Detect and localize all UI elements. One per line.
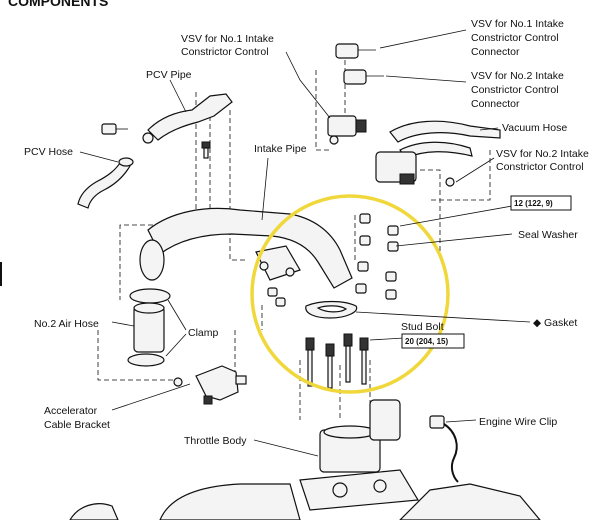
bolt-part (201, 141, 211, 159)
label-throttle-body: Throttle Body (184, 435, 247, 447)
label-clamp: Clamp (188, 327, 219, 339)
label-engine-wire-clip: Engine Wire Clip (479, 416, 557, 428)
label-vsv2-control: VSV for No.2 Intake Constrictor Control (496, 148, 589, 173)
seal-washers-part (267, 213, 399, 307)
pcv-clip-part (101, 123, 128, 135)
pcv-hose-part (77, 157, 134, 209)
svg-text:VSV for No.1 Intake: VSV for No.1 Intake (181, 33, 274, 45)
svg-text:Connector: Connector (471, 46, 520, 58)
torque-box-stud-bolt: 20 (204, 15) (401, 333, 465, 349)
vsv-no2-connector-part (343, 69, 384, 85)
label-pcv-pipe: PCV Pipe (146, 69, 192, 81)
svg-text:Connector: Connector (471, 98, 520, 110)
vsv-no1-connector-part (335, 43, 376, 59)
svg-text:Constrictor Control: Constrictor Control (181, 46, 269, 58)
vacuum-hose-part (389, 120, 501, 159)
accelerator-bracket-part (173, 365, 247, 405)
torque-box-seal-washer: 12 (122, 9) (510, 195, 572, 211)
leader-lines (79, 29, 531, 457)
svg-text:VSV for No.1 Intake: VSV for No.1 Intake (471, 18, 564, 30)
label-vsv1-control: VSV for No.1 Intake Constrictor Control (181, 33, 274, 58)
label-vsv2-connector: VSV for No.2 Intake Constrictor Control … (471, 70, 564, 110)
no2-air-hose-part (127, 288, 171, 367)
svg-text:Constrictor Control: Constrictor Control (496, 161, 584, 173)
svg-text:Constrictor Control: Constrictor Control (471, 32, 559, 44)
svg-text:VSV for No.2 Intake: VSV for No.2 Intake (496, 148, 589, 160)
svg-text:Cable Bracket: Cable Bracket (44, 419, 110, 431)
svg-text:Accelerator: Accelerator (44, 405, 98, 417)
label-stud-bolt: Stud Bolt (401, 321, 444, 333)
label-vacuum-hose: Vacuum Hose (502, 122, 567, 134)
svg-text:Constrictor Control: Constrictor Control (471, 84, 559, 96)
throttle-body-part (299, 399, 420, 511)
pcv-pipe-part (142, 93, 233, 144)
label-gasket: ◆ Gasket (533, 317, 577, 329)
label-vsv1-connector: VSV for No.1 Intake Constrictor Control … (471, 18, 564, 58)
highlight-circle (250, 194, 450, 394)
engine-wire-clip-part (429, 415, 459, 483)
gasket-part (305, 300, 358, 319)
svg-text:20 (204, 15): 20 (204, 15) (405, 337, 448, 346)
stud-bolts-part (305, 333, 369, 389)
label-intake-pipe: Intake Pipe (254, 143, 307, 155)
label-seal-washer: Seal Washer (518, 229, 578, 241)
label-accelerator-bracket: Accelerator Cable Bracket (44, 405, 110, 431)
page-title: COMPONENTS (8, 0, 108, 9)
vsv-no2-part (375, 151, 455, 187)
intake-pipe-part (139, 207, 353, 289)
svg-text:12 (122, 9): 12 (122, 9) (514, 199, 553, 208)
page-edge-mark (0, 262, 2, 286)
engine-cover-part (69, 483, 541, 520)
label-pcv-hose: PCV Hose (24, 146, 73, 158)
svg-text:VSV for No.2 Intake: VSV for No.2 Intake (471, 70, 564, 82)
label-no2-air-hose: No.2 Air Hose (34, 318, 99, 330)
vsv-no1-part (327, 115, 367, 145)
